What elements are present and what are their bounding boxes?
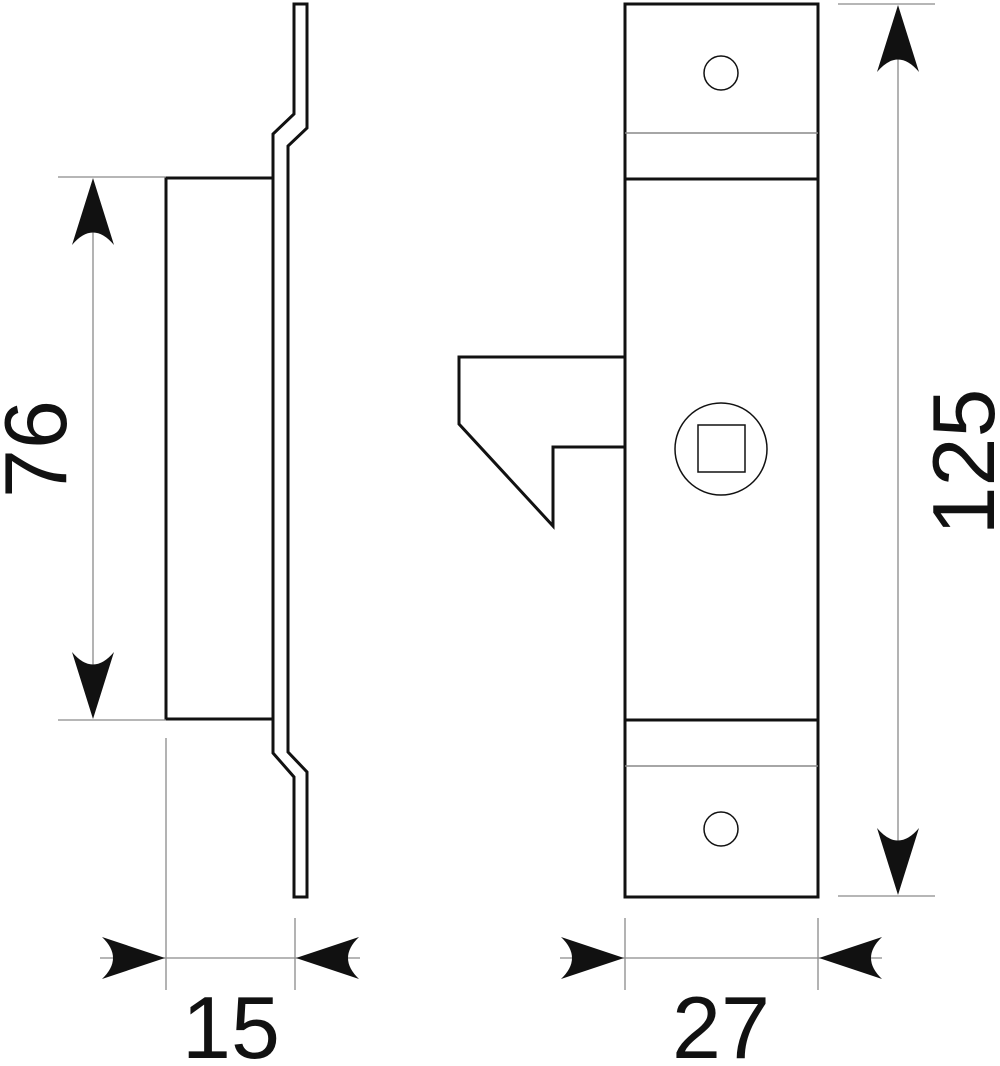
arrowhead-left-icon bbox=[819, 937, 882, 979]
arrowhead-up-icon bbox=[72, 178, 114, 245]
dimension-76: 76 bbox=[0, 176, 166, 721]
spindle-square-icon bbox=[697, 424, 746, 473]
side-view-body bbox=[164, 176, 275, 721]
front-view bbox=[457, 2, 820, 899]
arrowhead-up-icon bbox=[877, 5, 919, 72]
bottom-screw-hole-icon bbox=[703, 811, 739, 847]
dimension-125: 125 bbox=[838, 3, 1000, 897]
dimension-27: 27 bbox=[560, 918, 882, 1066]
spindle-hub bbox=[674, 402, 768, 496]
arrowhead-right-icon bbox=[561, 937, 624, 979]
side-view bbox=[164, 2, 309, 899]
top-screw-hole-icon bbox=[703, 55, 739, 91]
dimension-label-height-left: 76 bbox=[0, 400, 85, 498]
dimension-label-height-right: 125 bbox=[914, 389, 1000, 536]
front-view-body bbox=[623, 177, 820, 722]
arrowhead-left-icon bbox=[296, 937, 359, 979]
front-view-latch-bolt bbox=[457, 355, 627, 530]
front-view-bottom-plate bbox=[623, 718, 820, 899]
front-view-top-plate bbox=[623, 2, 820, 181]
dimension-label-width-left: 15 bbox=[182, 978, 280, 1066]
side-view-faceplate bbox=[271, 2, 309, 899]
dimension-label-width-right: 27 bbox=[672, 978, 770, 1066]
arrowhead-down-icon bbox=[877, 828, 919, 895]
arrowhead-down-icon bbox=[72, 652, 114, 719]
arrowhead-right-icon bbox=[102, 937, 165, 979]
dimension-15: 15 bbox=[100, 738, 360, 1066]
